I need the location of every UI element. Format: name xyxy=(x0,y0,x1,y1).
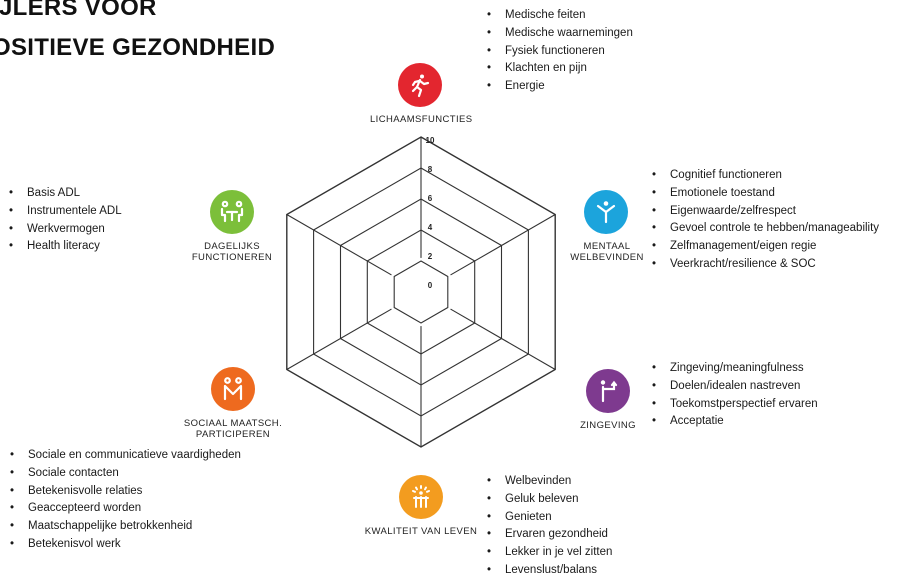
list-item: Instrumentele ADL xyxy=(7,203,122,221)
web-spoke xyxy=(286,308,392,370)
list-item: Emotionele toestand xyxy=(650,185,879,203)
label-dagelijks-functioneren: DAGELIJKS FUNCTIONEREN xyxy=(191,241,273,263)
happy-people-icon xyxy=(399,475,443,519)
list-item: Acceptatie xyxy=(650,413,818,431)
list-item: Maatschappelijke betrokkenheid xyxy=(8,518,241,536)
list-item: Sociale contacten xyxy=(8,465,241,483)
list-item: Medische feiten xyxy=(485,7,633,25)
list-item: Sociale en communicatieve vaardigheden xyxy=(8,447,241,465)
list-item: Klachten en pijn xyxy=(485,60,633,78)
web-ring xyxy=(393,260,449,324)
scale-tick-0: 0 xyxy=(427,281,433,290)
list-item: Genieten xyxy=(485,509,612,527)
list-item: Veerkracht/resilience & SOC xyxy=(650,256,879,274)
running-person-icon xyxy=(398,63,442,107)
scale-tick-4: 4 xyxy=(427,223,433,232)
list-kwaliteit-van-leven: Welbevinden Geluk beleven Genieten Ervar… xyxy=(485,473,612,580)
list-item: Welbevinden xyxy=(485,473,612,491)
list-item: Geaccepteerd worden xyxy=(8,500,241,518)
web-spoke xyxy=(450,308,556,370)
list-lichaamsfuncties: Medische feiten Medische waarnemingen Fy… xyxy=(485,7,633,96)
list-item: Betekenisvol werk xyxy=(8,536,241,554)
scale-tick-6: 6 xyxy=(427,194,433,203)
web-spoke xyxy=(450,214,556,276)
list-zingeving: Zingeving/meaningfulness Doelen/idealen … xyxy=(650,360,818,431)
list-item: Eigenwaarde/zelfrespect xyxy=(650,203,879,221)
list-item: Werkvermogen xyxy=(7,221,122,239)
person-pointing-icon xyxy=(586,369,630,413)
people-at-table-icon xyxy=(210,190,254,234)
list-item: Zingeving/meaningfulness xyxy=(650,360,818,378)
person-arms-up-icon xyxy=(584,190,628,234)
label-zingeving: ZINGEVING xyxy=(580,420,636,431)
list-item: Levenslust/balans xyxy=(485,562,612,580)
list-mentaal-welbevinden: Cognitief functioneren Emotionele toesta… xyxy=(650,167,879,274)
list-item: Zelfmanagement/eigen regie xyxy=(650,238,879,256)
web-spoke xyxy=(286,214,392,276)
scale-tick-10: 10 xyxy=(425,136,435,145)
list-item: Energie xyxy=(485,78,633,96)
scale-tick-2: 2 xyxy=(427,252,433,261)
list-item: Gevoel controle te hebben/manageability xyxy=(650,220,879,238)
list-sociaal-participeren: Sociale en communicatieve vaardigheden S… xyxy=(8,447,241,554)
list-item: Basis ADL xyxy=(7,185,122,203)
list-item: Fysiek functioneren xyxy=(485,43,633,61)
label-sociaal-participeren: SOCIAAL MAATSCH. PARTICIPEREN xyxy=(183,418,283,440)
label-lichaamsfuncties: LICHAAMSFUNCTIES xyxy=(370,114,473,125)
label-kwaliteit-van-leven: KWALITEIT VAN LEVEN xyxy=(364,526,478,537)
scale-tick-8: 8 xyxy=(427,165,433,174)
list-item: Ervaren gezondheid xyxy=(485,526,612,544)
list-item: Geluk beleven xyxy=(485,491,612,509)
list-item: Betekenisvolle relaties xyxy=(8,483,241,501)
title-line-2: OSITIEVE GEZONDHEID xyxy=(0,34,276,61)
list-item: Health literacy xyxy=(7,238,122,256)
list-item: Medische waarnemingen xyxy=(485,25,633,43)
two-people-icon xyxy=(211,367,255,411)
list-item: Doelen/idealen nastreven xyxy=(650,378,818,396)
list-item: Cognitief functioneren xyxy=(650,167,879,185)
list-item: Lekker in je vel zitten xyxy=(485,544,612,562)
label-mentaal-welbevinden: MENTAAL WELBEVINDEN xyxy=(570,241,644,263)
title-line-1: IJLERS VOOR xyxy=(0,0,157,21)
list-dagelijks-functioneren: Basis ADL Instrumentele ADL Werkvermogen… xyxy=(7,185,122,256)
list-item: Toekomstperspectief ervaren xyxy=(650,396,818,414)
